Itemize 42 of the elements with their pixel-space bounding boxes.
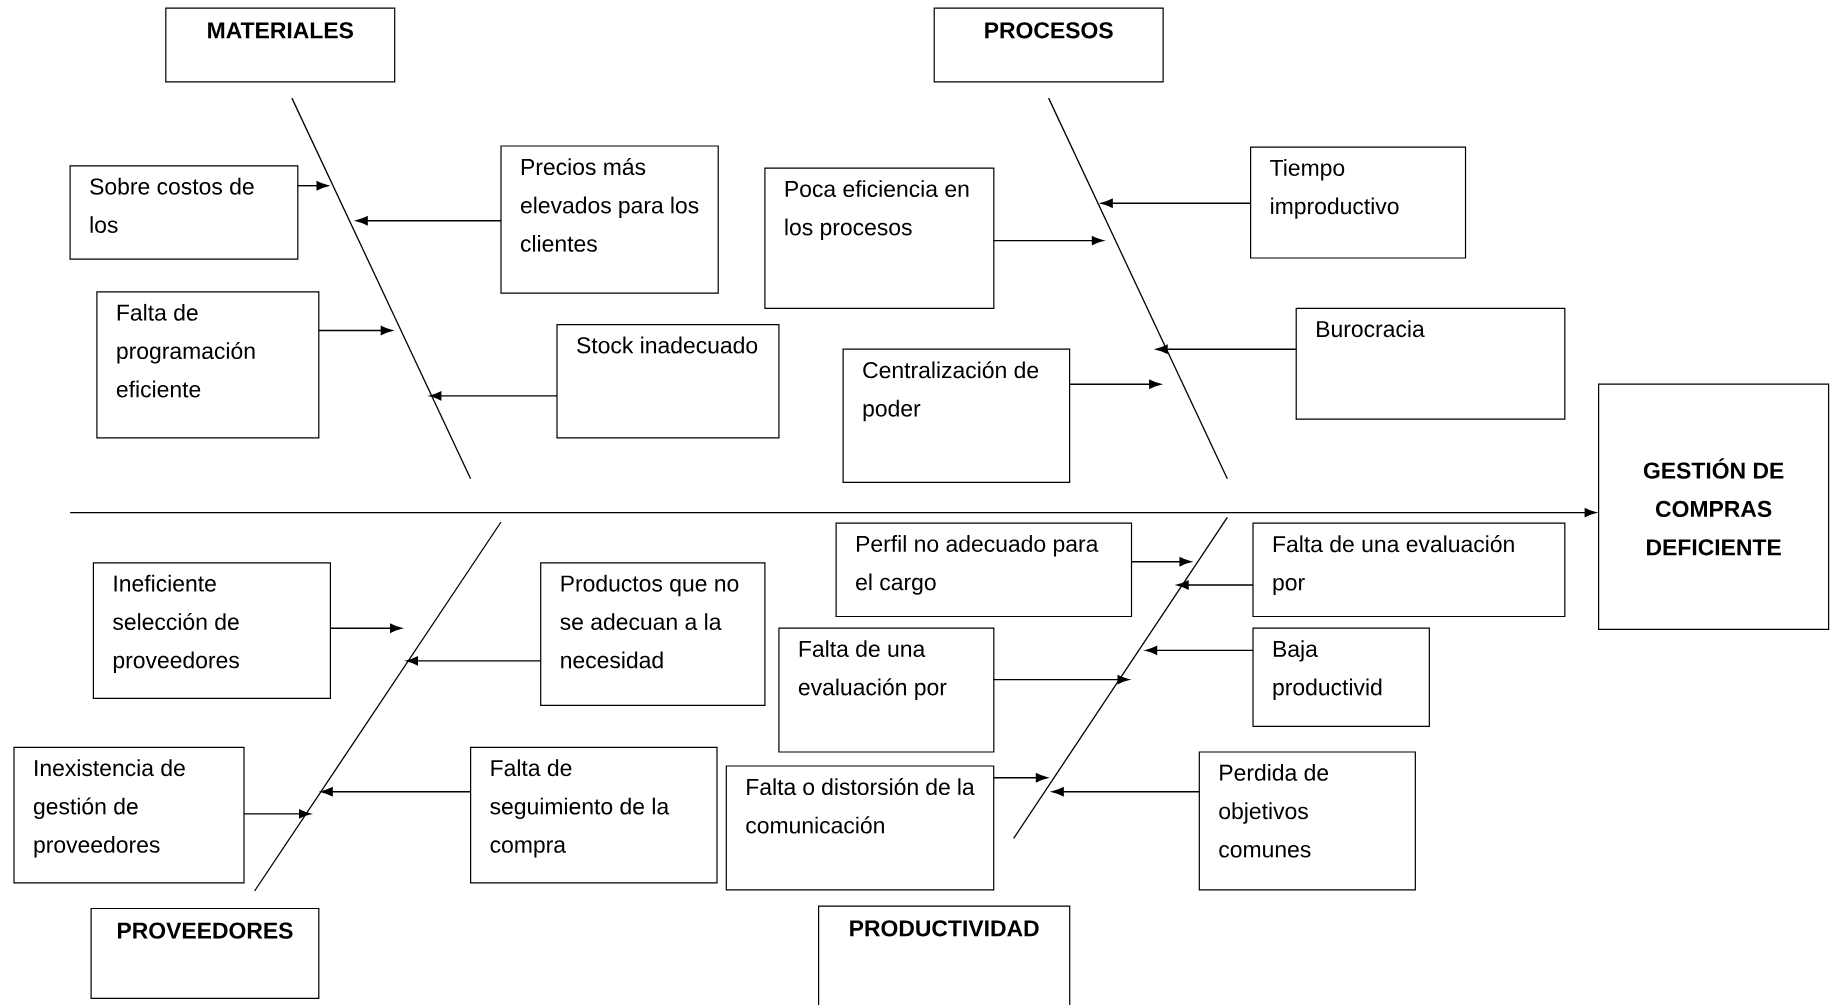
cause-box: Poca eficiencia en los procesos [764, 167, 995, 309]
arrow [243, 809, 311, 819]
arrow [1052, 787, 1200, 797]
category-box: PROCESOS [933, 7, 1164, 83]
category-box: PRODUCTIVIDAD [818, 905, 1071, 1005]
cause-box: Sobre costos de los [69, 165, 299, 260]
cause-box: Perfil no adecuado para el cargo [835, 522, 1133, 618]
cause-box: Tiempo improductivo [1250, 146, 1467, 259]
cause-box: Stock inadecuado [556, 324, 780, 439]
category-box: MATERIALES [165, 7, 396, 83]
arrow [993, 236, 1104, 246]
cause-box: Centralización de poder [842, 348, 1071, 483]
cause-box: Productos que no se adecuan a la necesidad [540, 562, 766, 706]
arrow [1068, 379, 1161, 389]
cause-box: Inexistencia de gestión de proveedores [13, 746, 245, 884]
spine-arrow [69, 508, 1597, 518]
cause-box: Burocracia [1295, 307, 1566, 420]
cause-box: Baja productivid [1252, 627, 1430, 727]
arrow [406, 656, 542, 666]
cause-box: Perdida de objetivos comunes [1198, 751, 1416, 891]
arrow [993, 773, 1048, 783]
cause-box: Falta de programación eficiente [96, 291, 320, 439]
cause-box: Falta de seguimiento de la compra [470, 746, 718, 884]
cause-box: Precios más elevados para los clientes [500, 145, 719, 294]
arrow [1101, 198, 1252, 208]
cause-box: Falta de una evaluación por [1252, 522, 1566, 618]
effect-box: GESTIÓN DE COMPRAS DEFICIENTE [1598, 383, 1830, 630]
cause-box: Ineficiente selección de proveedores [92, 562, 331, 699]
arrow [429, 391, 558, 401]
arrow [993, 675, 1130, 685]
arrow [1177, 580, 1254, 590]
arrow [329, 623, 402, 633]
arrow [1145, 645, 1254, 655]
arrow [321, 787, 472, 797]
category-box: PROVEEDORES [90, 907, 320, 999]
arrow [297, 181, 329, 191]
arrow [1130, 557, 1192, 567]
cause-box: Falta o distorsión de la comunicación [725, 765, 995, 891]
arrow [1156, 344, 1297, 354]
arrow [356, 216, 502, 226]
arrow [318, 326, 393, 335]
cause-box: Falta de una evaluación por [778, 627, 995, 753]
